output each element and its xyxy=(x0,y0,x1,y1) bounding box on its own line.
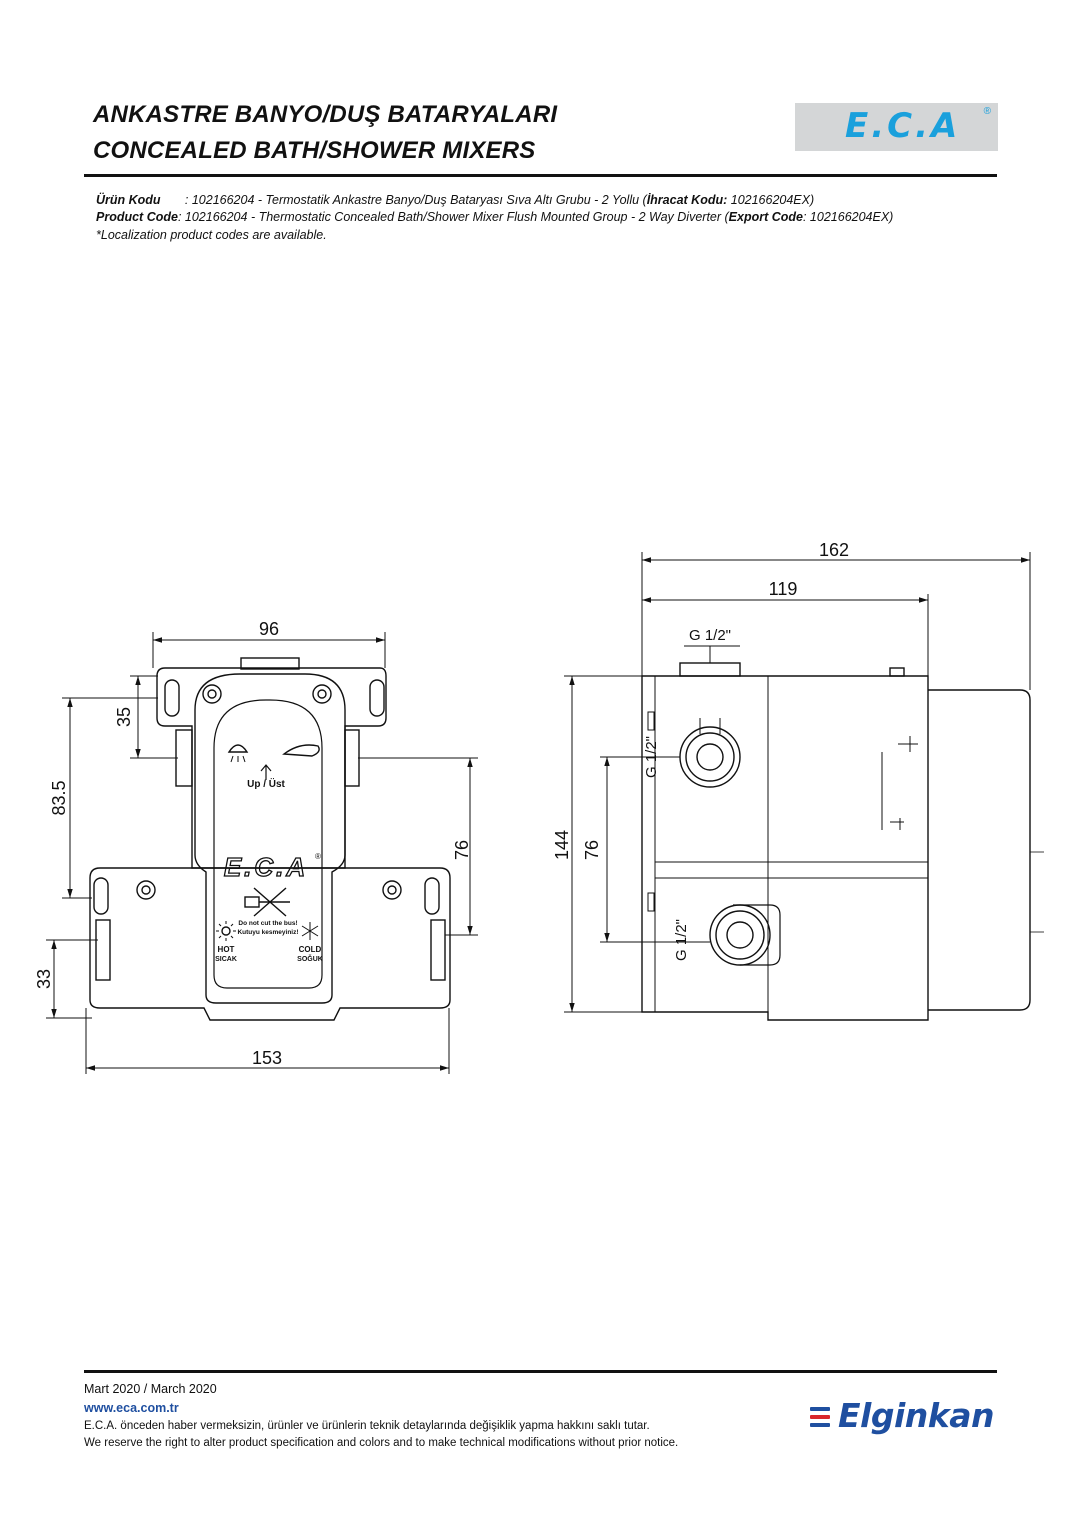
dim-119-label: 119 xyxy=(769,579,798,599)
side-dimensions xyxy=(564,552,1031,1013)
body-eca-logo: E.C.A xyxy=(224,852,308,882)
disclaimer-en: We reserve the right to alter product sp… xyxy=(84,1437,679,1449)
export-code-tr-label: İhracat Kodu: xyxy=(646,193,728,207)
cold-label-tr: SOĞUK xyxy=(297,954,323,963)
front-view xyxy=(89,657,451,1021)
localization-note: *Localization product codes are availabl… xyxy=(96,228,327,242)
header-rule xyxy=(84,174,997,177)
warning-text-tr: Kutuyu kesmeyiniz! xyxy=(237,929,298,936)
elginkan-logo-text: Elginkan xyxy=(838,1396,995,1435)
eca-logo-text: E.C.A xyxy=(845,106,961,146)
elginkan-logo: Elginkan xyxy=(810,1396,1000,1441)
hot-label-tr: SICAK xyxy=(215,956,237,963)
front-dimensions xyxy=(46,632,478,1074)
thread-mid-label: G 1/2" xyxy=(643,736,660,778)
dim-76-side-label: 76 xyxy=(582,840,602,860)
product-code-tr-text: : 102166204 - Termostatik Ankastre Banyo… xyxy=(184,193,647,207)
warning-text-en: Do not cut the bus! xyxy=(238,920,297,927)
product-code-en-label: Product Code xyxy=(96,210,178,224)
thread-top-label: G 1/2" xyxy=(689,627,731,644)
dim-96-label: 96 xyxy=(259,619,279,639)
export-code-tr-value: 102166204EX) xyxy=(727,193,815,207)
footer-rule xyxy=(84,1370,997,1373)
product-code-en: Product Code: 102166204 - Thermostatic C… xyxy=(96,210,893,224)
side-view xyxy=(641,662,1044,1021)
date-text: Mart 2020 / March 2020 xyxy=(84,1382,217,1396)
dim-35-label: 35 xyxy=(114,707,134,727)
dim-144-label: 144 xyxy=(552,830,572,860)
dim-76-front-label: 76 xyxy=(452,840,472,860)
thread-low-label: G 1/2" xyxy=(673,919,690,961)
dim-162-label: 162 xyxy=(819,540,849,560)
website-link[interactable]: www.eca.com.tr xyxy=(84,1401,179,1415)
dim-33-label: 33 xyxy=(34,969,54,989)
export-code-en-label: Export Code xyxy=(728,210,803,224)
disclaimer-tr: E.C.A. önceden haber vermeksizin, ürünle… xyxy=(84,1420,650,1432)
product-code-tr: Ürün Kodu : 102166204 - Termostatik Anka… xyxy=(96,193,814,207)
cold-label: COLD xyxy=(299,945,322,954)
export-code-en-value: : 102166204EX) xyxy=(802,210,894,224)
hot-label: HOT xyxy=(218,945,235,954)
title-english: CONCEALED BATH/SHOWER MIXERS xyxy=(93,137,536,164)
product-code-en-text: : 102166204 - Thermostatic Concealed Bat… xyxy=(177,210,729,224)
up-label: Up / Üst xyxy=(247,777,285,790)
product-code-tr-label: Ürün Kodu xyxy=(96,193,161,207)
dim-83-5-label: 83.5 xyxy=(49,780,69,815)
dim-153-label: 153 xyxy=(252,1048,282,1068)
eca-logo: E.C.A ® xyxy=(795,103,998,151)
registered-mark-icon: ® xyxy=(983,106,991,117)
body-registered-mark-icon: ® xyxy=(315,852,321,861)
title-turkish: ANKASTRE BANYO/DUŞ BATARYALARI xyxy=(93,101,558,128)
